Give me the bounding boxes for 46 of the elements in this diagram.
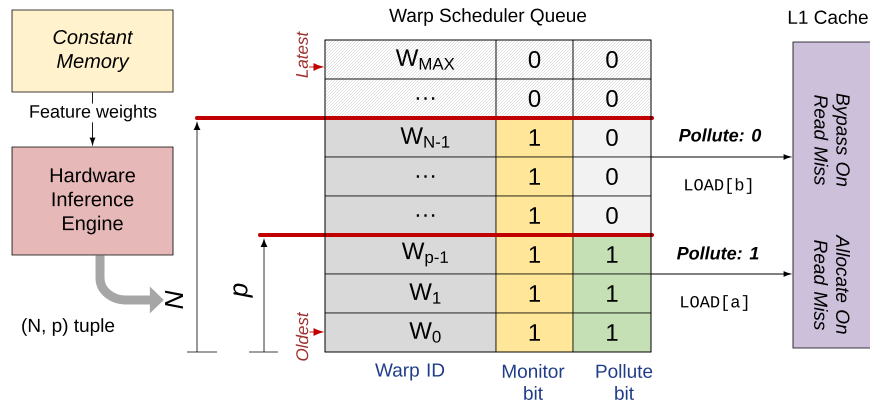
table-cell: 0 bbox=[572, 196, 652, 236]
table-cell: 1 bbox=[572, 312, 652, 352]
table-cell: 1 bbox=[496, 196, 574, 236]
edge-label: (N, p) tuple bbox=[22, 318, 114, 336]
table-cell: 0 bbox=[572, 156, 652, 196]
edge-label: Pollute: 1 bbox=[676, 246, 758, 260]
table-cell: 1 bbox=[572, 274, 652, 314]
dimension-label: N bbox=[165, 290, 183, 309]
arrow bbox=[651, 271, 791, 277]
table-cell: 1 bbox=[496, 274, 574, 314]
table-cell: W$_{1}$ bbox=[324, 274, 496, 314]
table-cell: 1 bbox=[496, 312, 574, 352]
table-cell: … bbox=[324, 196, 496, 236]
table-cell: 0 bbox=[572, 40, 652, 80]
column-header: Pollute bit bbox=[596, 364, 652, 400]
edge-label: Pollute: 0 bbox=[678, 128, 762, 142]
edge-label: Feature weights bbox=[28, 104, 158, 122]
label: W$_{MAX}$ bbox=[396, 49, 454, 70]
table-cell: 1 bbox=[496, 156, 574, 196]
table-cell: 0 bbox=[496, 40, 574, 80]
cache-box: L1 Cache Bypass On Read Miss Allocate On Read Miss bbox=[788, 10, 870, 348]
dimension-label: p bbox=[233, 284, 253, 298]
table-cell: 0 bbox=[572, 118, 652, 158]
table-cell: 0 bbox=[572, 78, 652, 118]
table-cell: 0 bbox=[496, 78, 574, 118]
arrow bbox=[651, 154, 791, 160]
node-label: L1 Cache bbox=[788, 10, 868, 24]
table-cell: 1 bbox=[496, 234, 574, 274]
pointer-arrow bbox=[309, 328, 324, 336]
table-cell: … bbox=[324, 78, 496, 118]
engine-box: Hardware Inference Engine bbox=[12, 146, 174, 256]
column-header: Monitor bit bbox=[502, 364, 564, 400]
table-cell: 1 bbox=[496, 118, 574, 158]
instruction-label: LOAD[a] bbox=[681, 295, 748, 311]
pointer-label: Latest bbox=[296, 31, 308, 78]
table-cell: W$_{N-1}$ bbox=[324, 118, 496, 158]
table-cell: W$_{0}$ bbox=[324, 312, 496, 352]
instruction-label: LOAD[b] bbox=[685, 178, 752, 194]
table-cell: 1 bbox=[572, 234, 652, 274]
pointer-arrow bbox=[308, 63, 324, 71]
column-header: Warp ID bbox=[375, 364, 444, 380]
table-cell: W$_{p-1}$ bbox=[324, 234, 496, 274]
pointer-label: Oldest bbox=[296, 312, 308, 361]
table-cell: … bbox=[324, 156, 496, 196]
memory-box: Constant Memory bbox=[12, 10, 174, 92]
node-label: Warp Scheduler Queue bbox=[389, 8, 586, 26]
